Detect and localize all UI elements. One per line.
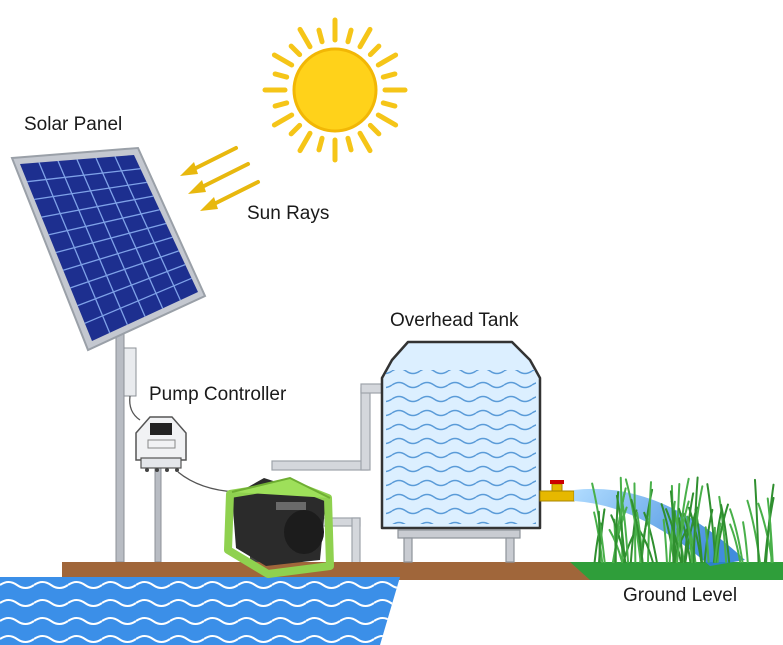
sun-ray bbox=[357, 26, 373, 50]
sun-ray bbox=[272, 71, 290, 80]
arrow-left-icon bbox=[188, 162, 250, 194]
overhead-tank-label: Overhead Tank bbox=[390, 310, 519, 331]
grass-field bbox=[570, 562, 783, 580]
solar-panel-icon bbox=[10, 146, 207, 352]
controller-pole bbox=[154, 465, 162, 563]
sun-ray bbox=[375, 52, 399, 68]
panel-pole bbox=[115, 329, 125, 563]
grass-blade bbox=[662, 518, 668, 563]
sun-ray bbox=[271, 112, 295, 128]
grass-blade bbox=[686, 515, 693, 563]
sun-icon bbox=[262, 17, 408, 163]
grass-blade bbox=[712, 509, 723, 563]
grass-blade bbox=[624, 478, 642, 563]
arrow-left-icon bbox=[180, 146, 238, 176]
sun-rays-label: Sun Rays bbox=[247, 203, 330, 224]
grass-blade bbox=[614, 491, 620, 563]
tank-icon bbox=[380, 340, 542, 530]
tank-stand bbox=[397, 529, 521, 563]
grass-blade bbox=[729, 523, 742, 563]
panel-grid-line bbox=[77, 263, 186, 307]
grass-icon bbox=[591, 476, 775, 563]
grass-blade bbox=[629, 509, 638, 563]
panel-grid-line bbox=[41, 195, 154, 218]
panel-grid-line bbox=[34, 181, 147, 201]
water-source bbox=[0, 577, 400, 645]
grass-blade bbox=[729, 508, 744, 563]
controller-cable bbox=[177, 471, 237, 493]
grass-blade bbox=[742, 521, 749, 563]
sun-ray bbox=[380, 71, 398, 80]
sun-ray bbox=[345, 27, 354, 45]
sun-ray bbox=[367, 43, 382, 58]
panel-grid-line bbox=[27, 168, 141, 183]
grass-blade bbox=[647, 481, 653, 563]
panel-grid-line bbox=[84, 277, 192, 324]
grass-blade bbox=[638, 529, 654, 563]
valve-icon bbox=[539, 480, 575, 502]
sun-ray bbox=[345, 135, 354, 153]
junction-box bbox=[123, 347, 137, 397]
sun-ray-arrows bbox=[180, 146, 260, 211]
delivery-pipe bbox=[271, 383, 386, 471]
grass-blade bbox=[704, 526, 710, 563]
grass-blade bbox=[714, 522, 722, 563]
panel-grid-line bbox=[55, 222, 167, 254]
sun-ray bbox=[316, 27, 325, 45]
grass-blade bbox=[691, 485, 704, 563]
solar-panel-label: Solar Panel bbox=[24, 114, 123, 135]
grass-blade bbox=[684, 506, 698, 563]
sun-ray bbox=[288, 43, 303, 58]
sun-ray bbox=[272, 100, 290, 109]
pump-controller-label: Pump Controller bbox=[149, 384, 287, 405]
grass-blade bbox=[720, 503, 731, 563]
grass-blade bbox=[766, 497, 774, 563]
grass-blade bbox=[621, 501, 630, 563]
grass-blade bbox=[630, 498, 644, 563]
panel-grid-line bbox=[63, 236, 173, 271]
pump-controller-icon bbox=[135, 416, 187, 472]
grass-blade bbox=[757, 502, 774, 563]
sun-ray bbox=[288, 122, 303, 137]
ground-level-label: Ground Level bbox=[623, 585, 738, 606]
sun-ray bbox=[375, 112, 399, 128]
grass-blade bbox=[675, 500, 690, 563]
grass-blade bbox=[763, 496, 775, 563]
arrow-left-icon bbox=[200, 180, 260, 211]
sun-ray bbox=[357, 130, 373, 154]
panel-grid-line bbox=[48, 209, 160, 236]
sun-ray bbox=[271, 52, 295, 68]
grass-blade bbox=[753, 478, 760, 563]
grass-blade bbox=[672, 510, 676, 563]
grass-blade bbox=[597, 510, 601, 563]
sun-ray bbox=[297, 26, 313, 50]
sun-ray bbox=[316, 135, 325, 153]
pump-icon bbox=[224, 476, 334, 578]
grass-blade bbox=[643, 511, 658, 563]
sun-ray bbox=[380, 100, 398, 109]
sun-ray bbox=[367, 122, 382, 137]
panel-grid-line bbox=[70, 250, 180, 289]
sun-ray bbox=[297, 130, 313, 154]
